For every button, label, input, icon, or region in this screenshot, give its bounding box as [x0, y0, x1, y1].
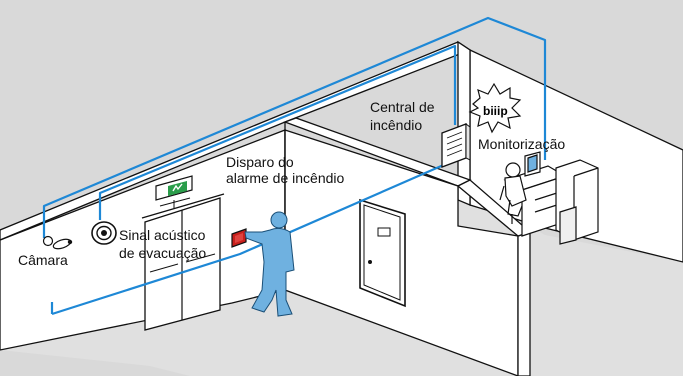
label-monitoring: Monitorização	[478, 136, 565, 152]
label-acoustic-line2: de evacuação	[119, 245, 206, 261]
exit-door-bar-2	[185, 253, 216, 263]
door-handle	[368, 260, 372, 264]
cabinet-lower	[559, 206, 577, 245]
exit-door-bar-1	[149, 263, 179, 273]
wire-camera	[42, 16, 547, 238]
wire-siren	[98, 44, 457, 220]
interior-door	[359, 198, 406, 308]
person-figure	[244, 211, 295, 317]
label-panel-line2: incêndio	[370, 117, 422, 133]
left-wall-top	[0, 41, 472, 241]
label-trigger-line2: alarme de incêndio	[226, 170, 345, 186]
manual-call-point	[231, 228, 247, 248]
monitoring-station	[499, 151, 599, 245]
label-panel-line1: Central de	[370, 99, 435, 115]
label-trigger-line1: Disparo do	[226, 154, 294, 170]
interior-door-frame	[363, 204, 401, 301]
exit-sign	[155, 175, 193, 208]
fire-panel	[441, 123, 471, 168]
label-beep: biiip	[483, 104, 508, 118]
camera-device	[42, 235, 73, 250]
exit-door-frame	[141, 193, 225, 219]
partition-wall-end	[517, 231, 531, 376]
monitor-screen	[527, 154, 538, 173]
siren-device	[91, 221, 117, 245]
door-plate	[377, 227, 391, 237]
label-camera: Câmara	[18, 252, 68, 268]
beep-burst	[468, 82, 522, 134]
label-acoustic-line1: Sinal acústico	[119, 227, 206, 243]
